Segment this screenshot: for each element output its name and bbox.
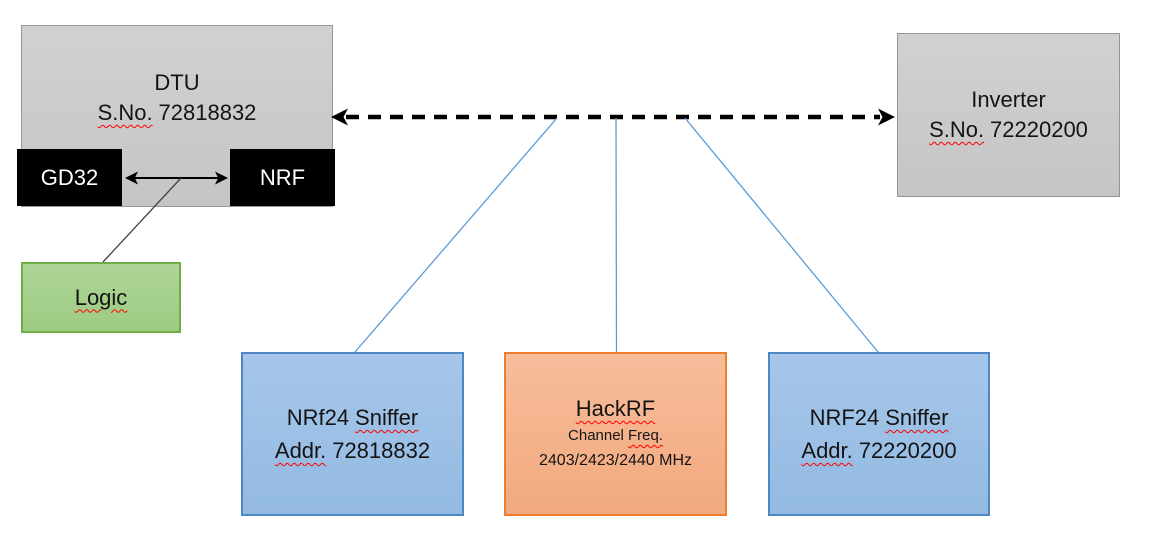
hackrf-title: HackRF bbox=[576, 394, 655, 424]
inverter-serial-label: S.No. bbox=[929, 117, 985, 142]
sniffer-inverter-addr-label: Addr. bbox=[801, 438, 853, 463]
inverter-title: Inverter bbox=[971, 87, 1046, 112]
node-inverter: Inverter S.No.72220200 bbox=[897, 33, 1120, 197]
tap-line-sniffer-dtu bbox=[354, 117, 558, 353]
logic-label: Logic bbox=[74, 284, 128, 310]
inverter-serial-number: 72220200 bbox=[990, 117, 1088, 142]
dtu-title: DTU bbox=[154, 70, 200, 95]
dtu-serial-number: 72818832 bbox=[158, 100, 257, 125]
sniffer-inverter-name-tail: Sniffer bbox=[885, 405, 949, 430]
node-nrf: NRF bbox=[230, 149, 335, 206]
sniffer-inverter-addr-number: 72220200 bbox=[858, 438, 957, 463]
tap-line-sniffer-inverter bbox=[684, 117, 879, 353]
inverter-serial: S.No.72220200 bbox=[929, 115, 1088, 145]
sniffer-dtu-name-prefix: NRf24 bbox=[286, 405, 350, 430]
dtu-serial: S.No.72818832 bbox=[98, 98, 257, 128]
node-gd32: GD32 bbox=[17, 149, 122, 206]
sniffer-dtu-addr-label: Addr. bbox=[274, 438, 327, 463]
node-logic: Logic bbox=[21, 262, 181, 333]
dtu-inverter-dashed-arrow bbox=[331, 108, 895, 126]
arrowhead-left-icon bbox=[331, 108, 348, 126]
nrf-label: NRF bbox=[259, 164, 306, 190]
hackrf-channel-word: Channel bbox=[568, 427, 624, 444]
sniffer-inverter-name-prefix: NRF24 bbox=[809, 405, 880, 430]
sniffer-dtu-addr: Addr.72818832 bbox=[275, 434, 430, 467]
gd32-label: GD32 bbox=[40, 164, 99, 190]
sniffer-dtu-name-tail: Sniffer bbox=[355, 405, 419, 430]
tap-line-hackrf bbox=[615, 117, 618, 353]
sniffer-dtu-addr-number: 72818832 bbox=[332, 438, 431, 463]
hackrf-frequencies: 2403/2423/2440 MHz bbox=[539, 452, 692, 469]
sniffer-inverter-addr: Addr.72220200 bbox=[801, 434, 956, 467]
hackrf-title-text: HackRF bbox=[575, 396, 656, 421]
hackrf-freq-word: Freq. bbox=[627, 427, 663, 444]
dtu-serial-label: S.No. bbox=[97, 100, 153, 125]
arrowhead-right-icon bbox=[878, 108, 895, 126]
